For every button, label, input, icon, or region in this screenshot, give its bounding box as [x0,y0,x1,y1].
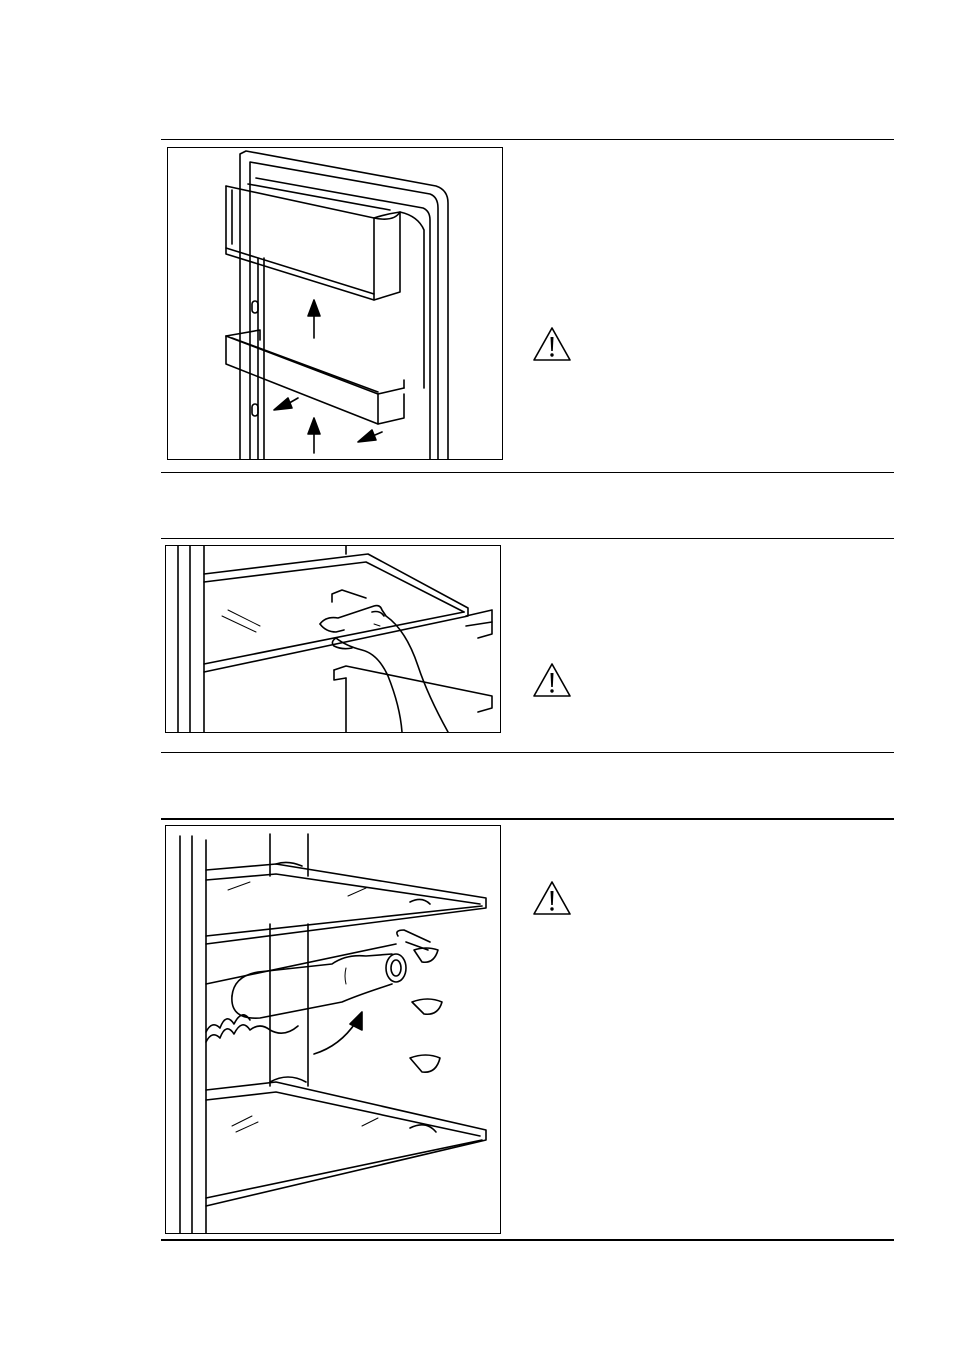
warning-triangle-icon [532,880,572,916]
section-1-top-rule [161,139,894,140]
bottle-rack-illustration [165,825,501,1234]
section-3-bottom-rule [161,1239,894,1241]
warning-triangle-icon [532,662,572,698]
door-balconies-illustration [167,147,503,460]
glass-shelf-illustration [165,545,501,733]
section-3-top-rule [161,818,894,820]
section-2-bottom-rule [161,752,894,753]
section-1-bottom-rule [161,472,894,473]
section-2-top-rule [161,538,894,539]
warning-triangle-icon [532,326,572,362]
